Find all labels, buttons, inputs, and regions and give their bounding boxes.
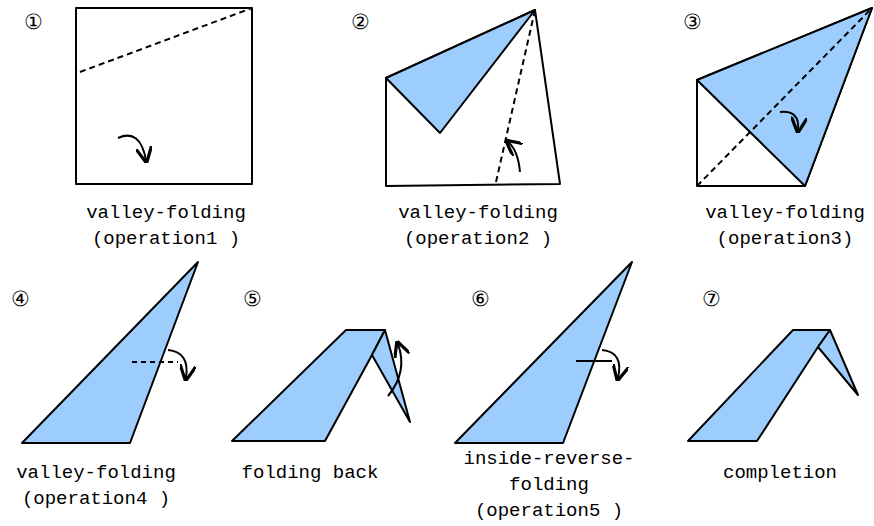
step-caption: folding back: [210, 460, 410, 486]
step-caption: valley-folding (operation4 ): [3, 460, 189, 512]
step-number: ②: [351, 10, 370, 34]
step-caption: completion: [700, 460, 860, 486]
step-number: ⑥: [471, 287, 490, 311]
step-number: ⑦: [702, 287, 721, 311]
step-caption: valley-folding (operation1 ): [66, 200, 266, 252]
step-caption: valley-folding (operation3): [699, 200, 871, 252]
step-number: ④: [11, 287, 30, 311]
step-number: ①: [24, 10, 43, 34]
step-number: ③: [683, 10, 702, 34]
step-number: ⑤: [243, 287, 262, 311]
step-caption: valley-folding (operation2 ): [378, 200, 578, 252]
step-caption: inside-reverse-folding (operation5 ): [461, 446, 637, 524]
